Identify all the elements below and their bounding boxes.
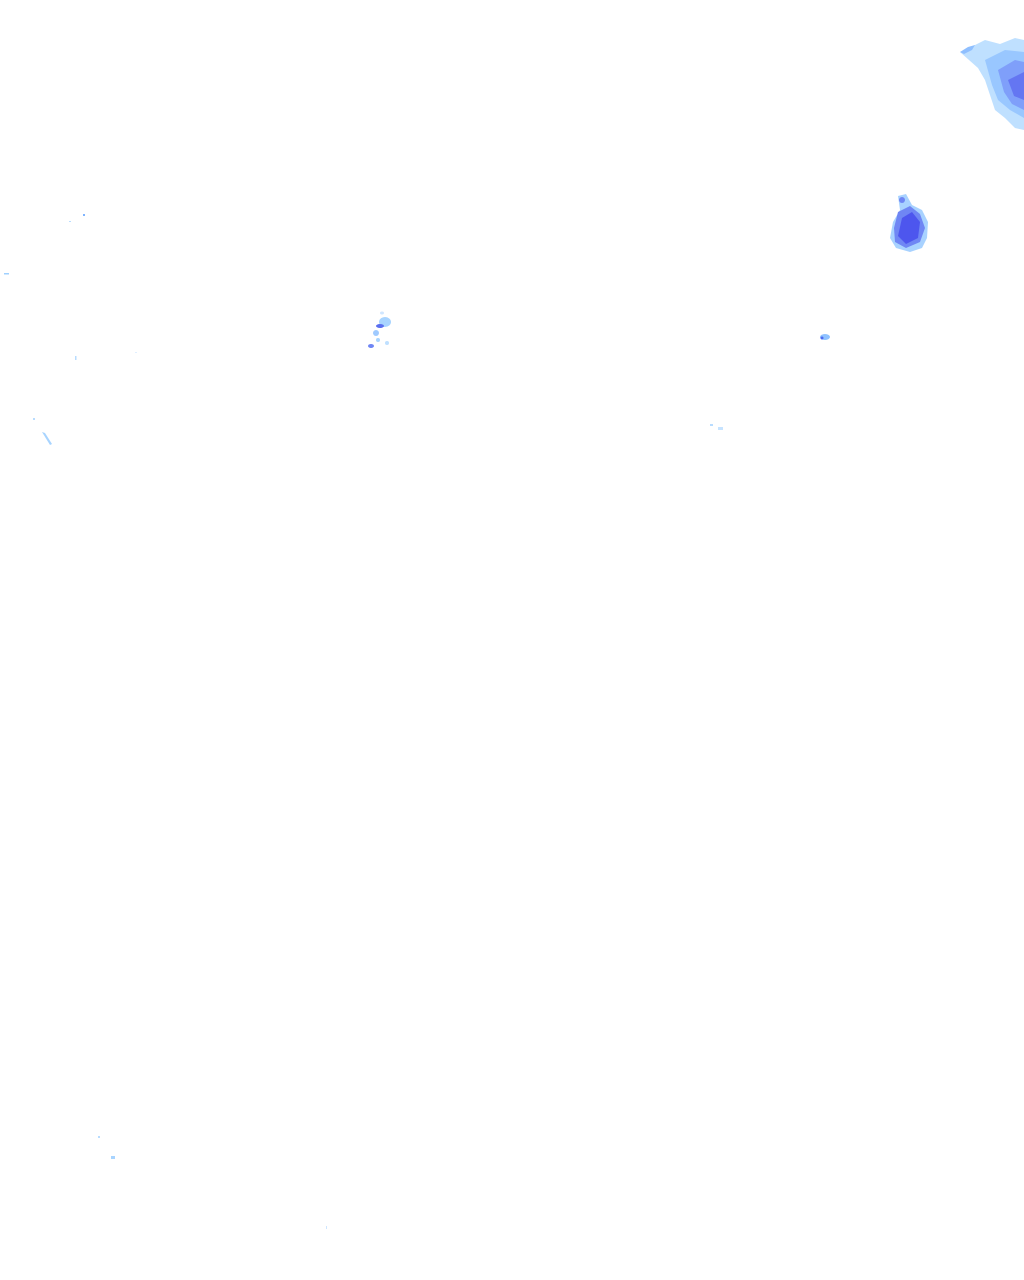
precip-cell-tiny-se (710, 424, 723, 430)
precip-specks-south (98, 1136, 327, 1229)
precip-cell-small-east (820, 334, 830, 340)
precip-cell-ne-cluster (960, 38, 1024, 130)
precip-cell-east (890, 194, 928, 252)
precip-cell-central-scatter (368, 311, 391, 348)
precip-specks-west (4, 214, 137, 445)
